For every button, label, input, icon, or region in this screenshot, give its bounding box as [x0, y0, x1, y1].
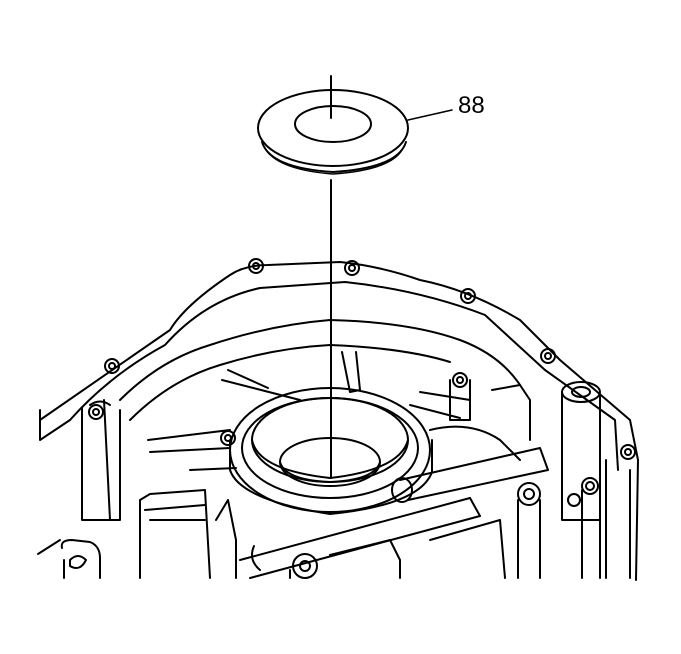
thrust-washer: [257, 89, 409, 175]
callout-leader-line: [407, 109, 453, 121]
callout-label-88: 88: [458, 92, 485, 119]
transmission-case: [37, 258, 639, 581]
